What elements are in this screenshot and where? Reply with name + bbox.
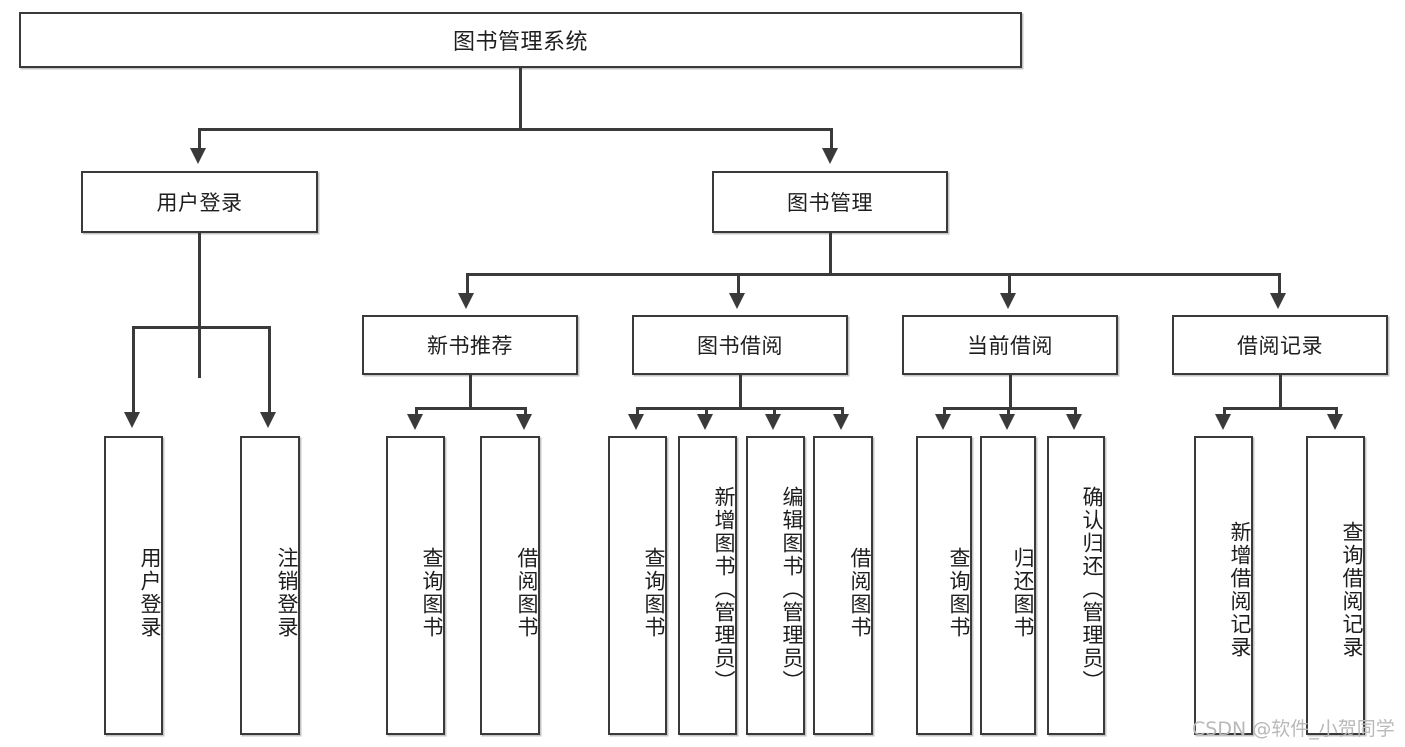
leaf-current-borrow-query-book[interactable]: 查询图书 [916, 436, 972, 735]
connector-user-login-to-leaf-1 [132, 326, 135, 414]
connector-book-manage-to-l3-1 [466, 273, 469, 295]
connector-borrow-record-to-leaf-1 [1223, 407, 1226, 417]
connector-book-borrow-bus [636, 407, 844, 410]
node-book-manage[interactable]: 图书管理 [712, 171, 948, 233]
arrow-book-borrow-to-leaf-1 [628, 414, 644, 430]
arrow-user-login-to-leaf-2 [260, 412, 276, 428]
connector-current-borrow-bus [943, 407, 1076, 410]
arrow-new-book-to-leaf-2 [516, 414, 532, 430]
node-current-borrow[interactable]: 当前借阅 [902, 315, 1118, 375]
connector-user-login-trunk [198, 233, 201, 378]
connector-new-book-bus [415, 407, 527, 410]
connector-book-borrow-to-leaf-1 [636, 407, 639, 417]
connector-borrow-record-bus [1223, 407, 1337, 410]
connector-root-to-book-manage [830, 128, 833, 150]
connector-user-login-bus [132, 326, 269, 329]
connector-new-book-to-leaf-1 [415, 407, 418, 417]
connector-user-login-to-leaf-2 [268, 326, 271, 414]
connector-book-borrow-to-leaf-4 [841, 407, 844, 417]
arrow-book-manage-to-l3-1 [458, 293, 474, 309]
connector-root-bus [198, 128, 832, 131]
connector-book-manage-trunk [829, 233, 832, 275]
arrow-book-borrow-to-leaf-2 [697, 414, 713, 430]
connector-book-manage-to-l3-4 [1278, 273, 1281, 295]
arrow-current-borrow-to-leaf-3 [1066, 414, 1082, 430]
arrow-current-borrow-to-leaf-1 [935, 414, 951, 430]
arrow-new-book-to-leaf-1 [407, 414, 423, 430]
leaf-borrow-record-add-record[interactable]: 新增借阅记录 [1194, 436, 1253, 735]
connector-new-book-trunk [469, 375, 472, 409]
node-book-borrow[interactable]: 图书借阅 [632, 315, 848, 375]
connector-book-manage-to-l3-2 [737, 273, 740, 295]
connector-book-borrow-trunk [739, 375, 742, 409]
arrow-user-login-to-leaf-1 [124, 412, 140, 428]
arrow-book-manage-to-l3-4 [1270, 293, 1286, 309]
leaf-book-borrow-borrow-book[interactable]: 借阅图书 [813, 436, 873, 735]
connector-borrow-record-to-leaf-2 [1335, 407, 1338, 417]
connector-current-borrow-to-leaf-1 [943, 407, 946, 417]
arrow-current-borrow-to-leaf-2 [999, 414, 1015, 430]
leaf-book-borrow-query-book[interactable]: 查询图书 [608, 436, 667, 735]
arrow-book-manage-to-l3-3 [1000, 293, 1016, 309]
leaf-new-book-query-book[interactable]: 查询图书 [386, 436, 445, 735]
connector-current-borrow-to-leaf-3 [1074, 407, 1077, 417]
arrow-book-borrow-to-leaf-4 [833, 414, 849, 430]
connector-root-trunk [519, 68, 522, 130]
node-borrow-record[interactable]: 借阅记录 [1172, 315, 1388, 375]
arrow-root-to-user-login [190, 148, 206, 164]
leaf-user-login-logout[interactable]: 注销登录 [240, 436, 300, 735]
connector-book-manage-to-l3-3 [1008, 273, 1011, 295]
leaf-book-borrow-add-book-admin[interactable]: 新增图书（管理员） [678, 436, 737, 735]
connector-borrow-record-trunk [1279, 375, 1282, 409]
node-new-book-recommend[interactable]: 新书推荐 [362, 315, 578, 375]
connector-current-borrow-to-leaf-2 [1007, 407, 1010, 417]
leaf-user-login-login[interactable]: 用户登录 [104, 436, 163, 735]
connector-current-borrow-trunk [1009, 375, 1012, 409]
leaf-borrow-record-query-record[interactable]: 查询借阅记录 [1306, 436, 1365, 735]
connector-book-borrow-to-leaf-3 [773, 407, 776, 417]
arrow-borrow-record-to-leaf-1 [1215, 414, 1231, 430]
connector-new-book-to-leaf-2 [524, 407, 527, 417]
leaf-current-borrow-confirm-return-admin[interactable]: 确认归还（管理员） [1047, 436, 1105, 735]
arrow-book-manage-to-l3-2 [729, 293, 745, 309]
leaf-current-borrow-return-book[interactable]: 归还图书 [980, 436, 1036, 735]
leaf-new-book-borrow-book[interactable]: 借阅图书 [480, 436, 540, 735]
node-root-system[interactable]: 图书管理系统 [19, 12, 1022, 68]
node-user-login[interactable]: 用户登录 [81, 171, 318, 233]
connector-book-manage-bus [466, 273, 1280, 276]
arrow-book-borrow-to-leaf-3 [765, 414, 781, 430]
arrow-root-to-book-manage [822, 148, 838, 164]
leaf-book-borrow-edit-book-admin[interactable]: 编辑图书（管理员） [746, 436, 805, 735]
connector-root-to-user-login [198, 128, 201, 150]
arrow-borrow-record-to-leaf-2 [1327, 414, 1343, 430]
connector-book-borrow-to-leaf-2 [705, 407, 708, 417]
